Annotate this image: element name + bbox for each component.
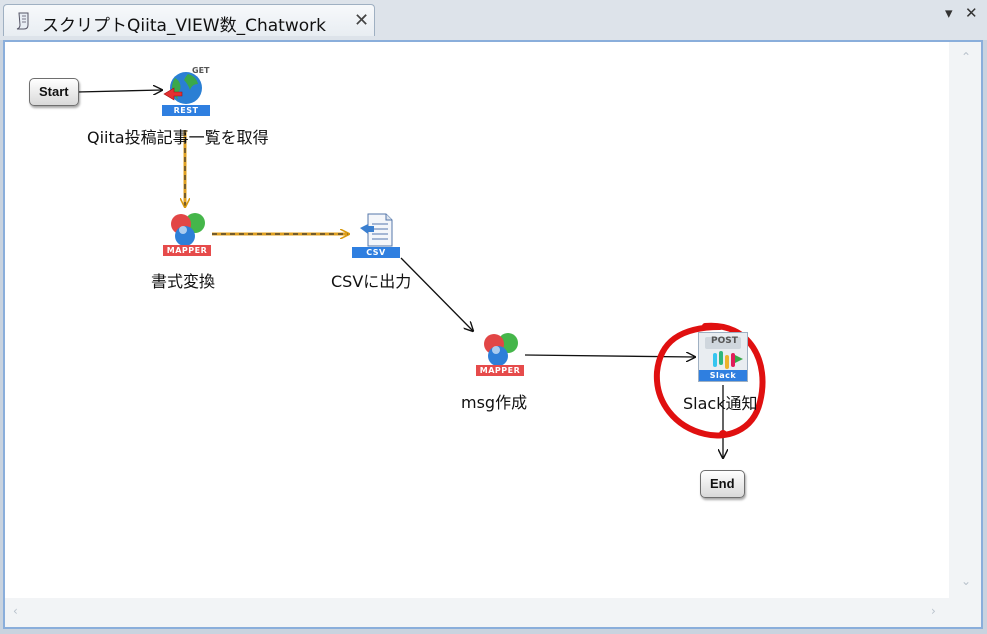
window-close-icon[interactable]: ✕ (965, 4, 978, 22)
link-start-rest (76, 90, 162, 92)
scroll-down-icon[interactable]: ⌄ (961, 574, 972, 588)
flow-editor: Start GET REST Qiita投稿記事一覧を取得 MAPPER 書式変… (3, 40, 983, 629)
slack-icon (705, 337, 743, 369)
flow-connections (76, 42, 766, 598)
mapper-badge-1: MAPPER (163, 245, 211, 256)
mapper-badge-2: MAPPER (476, 365, 524, 376)
mapper-node-1[interactable]: MAPPER (163, 210, 211, 256)
link-mapper2-slack (524, 355, 695, 357)
link-csv-mapper2 (400, 257, 473, 331)
start-node[interactable]: Start (29, 78, 79, 106)
mapper-icon (171, 213, 205, 246)
horizontal-scrollbar[interactable]: ‹ › (5, 598, 949, 627)
close-icon[interactable]: ✕ (354, 10, 370, 31)
rest-method-tag: GET (192, 66, 210, 75)
scrollbar-corner (949, 598, 981, 627)
script-icon (16, 12, 29, 30)
globe-icon (163, 72, 202, 104)
flow-canvas[interactable]: Start GET REST Qiita投稿記事一覧を取得 MAPPER 書式変… (5, 42, 949, 598)
slack-badge: Slack (699, 370, 747, 381)
rest-badge: REST (162, 105, 210, 116)
rest-node[interactable]: GET REST (162, 66, 210, 116)
slack-node[interactable]: POST Slack (698, 332, 748, 382)
rest-node-label[interactable]: Qiita投稿記事一覧を取得 (87, 128, 269, 147)
slack-method-tag: POST (711, 336, 738, 346)
end-node[interactable]: End (700, 470, 745, 498)
slack-node-label[interactable]: Slack通知 (683, 394, 758, 413)
csv-node-label[interactable]: CSVに出力 (331, 272, 412, 291)
mapper-icon (484, 333, 518, 366)
tab-title: スクリプトQiita_VIEW数_Chatwork (42, 16, 326, 36)
csv-badge: CSV (352, 247, 400, 258)
scroll-left-icon[interactable]: ‹ (13, 604, 18, 618)
csv-file-icon (360, 213, 393, 247)
highlight-circle (653, 322, 766, 439)
csv-node[interactable]: CSV (352, 212, 400, 258)
chevron-down-icon[interactable]: ▾ (945, 4, 953, 22)
scroll-right-icon[interactable]: › (931, 604, 936, 618)
mapper-node-2-label[interactable]: msg作成 (461, 393, 528, 412)
tab-bar: スクリプトQiita_VIEW数_Chatwork ✕ ▾ ✕ (0, 0, 987, 40)
mapper-node-1-label[interactable]: 書式変換 (151, 272, 216, 291)
mapper-node-2[interactable]: MAPPER (476, 330, 524, 376)
vertical-scrollbar[interactable]: ⌃ ⌄ (949, 42, 981, 598)
tab-script[interactable]: スクリプトQiita_VIEW数_Chatwork ✕ (3, 4, 375, 36)
scroll-up-icon[interactable]: ⌃ (961, 50, 972, 64)
